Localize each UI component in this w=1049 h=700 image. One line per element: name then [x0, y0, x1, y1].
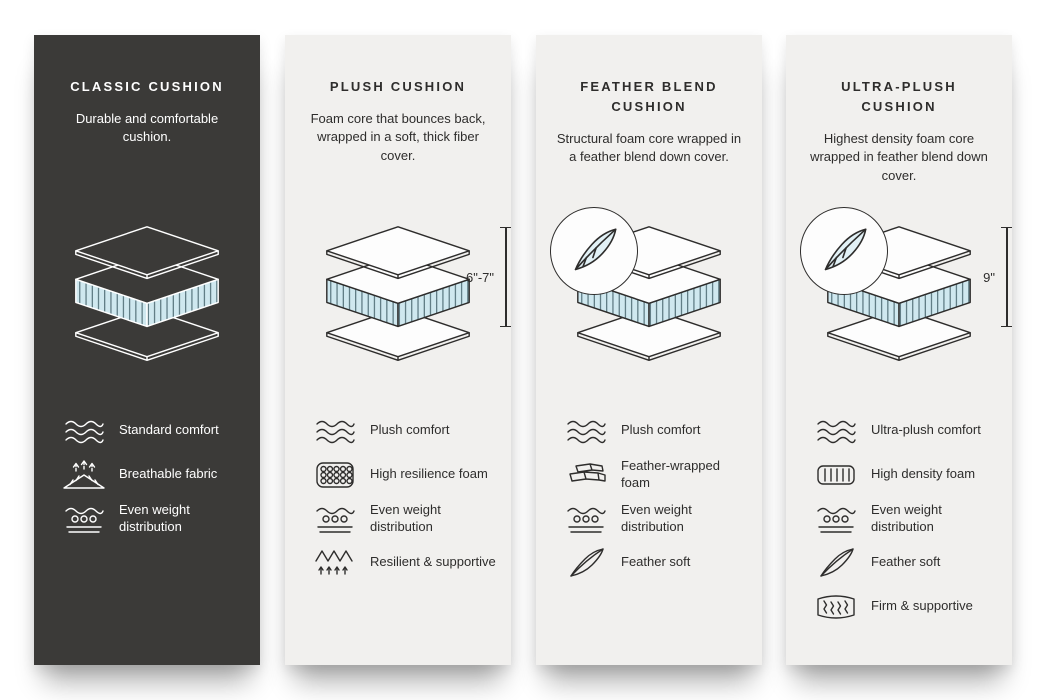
feature-item: Plush comfort	[313, 413, 501, 448]
feature-item: Even weight distribution	[62, 501, 250, 536]
waves-icon	[313, 414, 357, 448]
card-title: FEATHER BLEND CUSHION	[580, 79, 718, 115]
card-title: CLASSIC CUSHION	[70, 79, 224, 94]
feature-item: Standard comfort	[62, 413, 250, 448]
measurement-label: 6"-7"	[465, 269, 494, 285]
card-description: Structural foam core wrapped in a feathe…	[556, 131, 742, 165]
feature-item: Feather soft	[564, 545, 752, 580]
feature-item: Plush comfort	[564, 413, 752, 448]
measurement-label: 9"	[983, 269, 995, 285]
feature-item: Resilient & supportive	[313, 545, 501, 580]
card-feather-blend-cushion: FEATHER BLEND CUSHION Structural foam co…	[536, 35, 762, 665]
feature-label: Plush comfort	[370, 422, 450, 438]
feature-label: High resilience foam	[370, 466, 488, 482]
feature-label: Even weight distribution	[370, 501, 441, 534]
feature-item: High density foam	[814, 457, 1002, 492]
weight-distribution-icon	[62, 502, 106, 536]
feature-item: Even weight distribution	[814, 501, 1002, 536]
feather-icon	[824, 228, 867, 271]
feature-item: Breathable fabric	[62, 457, 250, 492]
breathable-arrows-icon	[62, 458, 106, 492]
cushion-diagram: 9"	[800, 207, 1012, 375]
cushion-diagram: 6"-7"	[305, 225, 511, 375]
feature-label: Firm & supportive	[871, 598, 973, 614]
height-measurement: 9"	[983, 227, 1012, 327]
feature-item: Even weight distribution	[313, 501, 501, 536]
density-foam-icon	[814, 458, 858, 492]
feature-label: Standard comfort	[119, 422, 219, 438]
cushion-diagram	[54, 225, 240, 375]
feather-badge	[550, 207, 638, 295]
card-plush-cushion: PLUSH CUSHION Foam core that bounces bac…	[285, 35, 511, 665]
measurement-bracket	[1001, 227, 1012, 327]
feature-list: Plush comfort Feather-wrapped foam Even …	[564, 413, 752, 589]
waves-icon	[62, 414, 106, 448]
feature-list: Plush comfort High resilience foam Even …	[313, 413, 501, 589]
feature-list: Ultra-plush comfort High density foam Ev…	[814, 413, 1002, 633]
cushion-layers-illustration	[75, 226, 219, 361]
cushion-layers-illustration	[326, 226, 470, 361]
feature-label: Feather soft	[621, 554, 691, 570]
feature-label: Plush comfort	[621, 422, 701, 438]
foam-bubbles-icon	[313, 458, 357, 492]
feature-label: Even weight distribution	[119, 501, 190, 534]
feature-item: Firm & supportive	[814, 589, 1002, 624]
waves-icon	[564, 414, 608, 448]
card-description: Highest density foam core wrapped in fea…	[810, 131, 988, 183]
feature-list: Standard comfort Breathable fabric Even …	[62, 413, 250, 545]
spring-icon	[313, 546, 357, 580]
weight-distribution-icon	[564, 502, 608, 536]
feature-item: Feather soft	[814, 545, 1002, 580]
height-measurement: 6"-7"	[466, 227, 511, 327]
feature-item: High resilience foam	[313, 457, 501, 492]
feather-badge	[800, 207, 888, 295]
bricks-icon	[564, 458, 608, 492]
feature-label: Even weight distribution	[621, 501, 692, 534]
card-description: Durable and comfortable cushion.	[75, 111, 219, 145]
measurement-bracket	[500, 227, 511, 327]
feature-label: Feather-wrapped foam	[621, 457, 720, 490]
feather-icon	[814, 546, 858, 580]
feature-item: Ultra-plush comfort	[814, 413, 1002, 448]
coils-icon	[814, 590, 858, 624]
feature-label: Even weight distribution	[871, 501, 942, 534]
card-classic-cushion: CLASSIC CUSHION Durable and comfortable …	[34, 35, 260, 665]
cushion-diagram	[550, 207, 742, 375]
feature-label: Resilient & supportive	[370, 554, 496, 570]
card-title: ULTRA-PLUSH CUSHION	[841, 79, 957, 115]
feature-label: High density foam	[871, 466, 976, 482]
feather-icon	[564, 546, 608, 580]
weight-distribution-icon	[313, 502, 357, 536]
card-title: PLUSH CUSHION	[329, 79, 467, 94]
feather-icon	[574, 228, 617, 271]
waves-icon	[814, 414, 858, 448]
feature-label: Feather soft	[871, 554, 941, 570]
card-ultra-plush-cushion: ULTRA-PLUSH CUSHION Highest density foam…	[786, 35, 1012, 665]
feature-item: Feather-wrapped foam	[564, 457, 752, 492]
weight-distribution-icon	[814, 502, 858, 536]
feature-item: Even weight distribution	[564, 501, 752, 536]
feature-label: Ultra-plush comfort	[871, 422, 981, 438]
feature-label: Breathable fabric	[119, 466, 218, 482]
card-description: Foam core that bounces back, wrapped in …	[310, 111, 486, 163]
